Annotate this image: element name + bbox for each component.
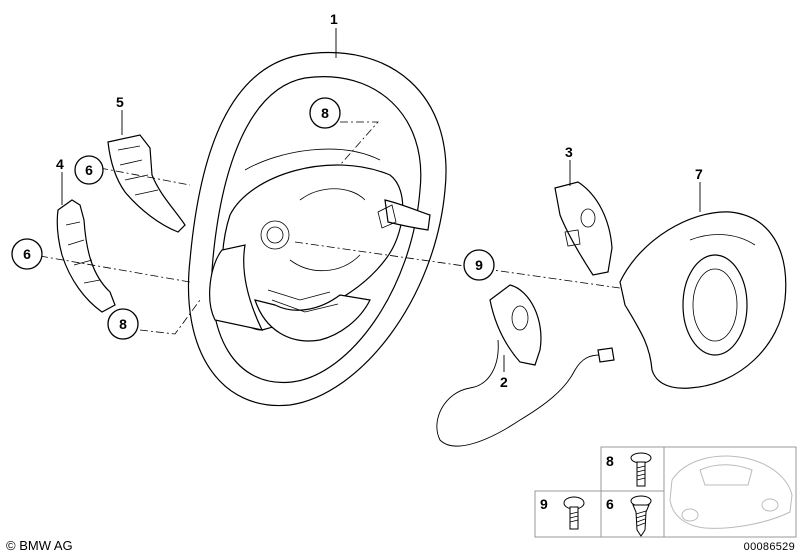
svg-text:8: 8	[321, 105, 329, 121]
steering-wheel	[187, 51, 447, 407]
screw-6-icon	[630, 495, 652, 537]
multifunction-switch-with-cable	[436, 284, 615, 447]
legend-6-label: 6	[606, 496, 614, 512]
legend-8-label: 8	[606, 453, 614, 469]
circled-callout-6-upper: 6	[74, 155, 104, 185]
left-upper-cover	[107, 134, 186, 233]
alignment-lines	[39, 121, 621, 335]
callout-7: 7	[695, 166, 703, 182]
svg-text:6: 6	[85, 162, 93, 178]
fastener-legend: 8 9 6	[534, 446, 797, 538]
right-cover	[554, 181, 613, 276]
callout-2: 2	[500, 374, 508, 390]
screw-8-icon	[630, 452, 652, 487]
airbag-module	[619, 211, 787, 389]
callout-5: 5	[116, 94, 124, 110]
circled-callout-8-lower: 8	[107, 308, 139, 340]
leader-lines	[61, 28, 701, 372]
left-lower-cover	[56, 199, 116, 313]
svg-text:9: 9	[475, 257, 483, 273]
callout-4: 4	[56, 156, 64, 172]
callout-1: 1	[330, 11, 338, 27]
svg-text:8: 8	[119, 316, 127, 332]
screw-9-icon	[563, 496, 585, 530]
legend-9-label: 9	[540, 496, 548, 512]
svg-text:6: 6	[23, 246, 31, 262]
car-silhouette-icon	[669, 455, 793, 529]
circled-callout-6-lower: 6	[11, 238, 43, 270]
callout-3: 3	[565, 144, 573, 160]
circled-callout-9: 9	[463, 249, 495, 281]
circled-callout-8-upper: 8	[309, 97, 341, 129]
diagram-number: 00086529	[743, 541, 795, 553]
copyright: © BMW AG	[6, 538, 73, 553]
